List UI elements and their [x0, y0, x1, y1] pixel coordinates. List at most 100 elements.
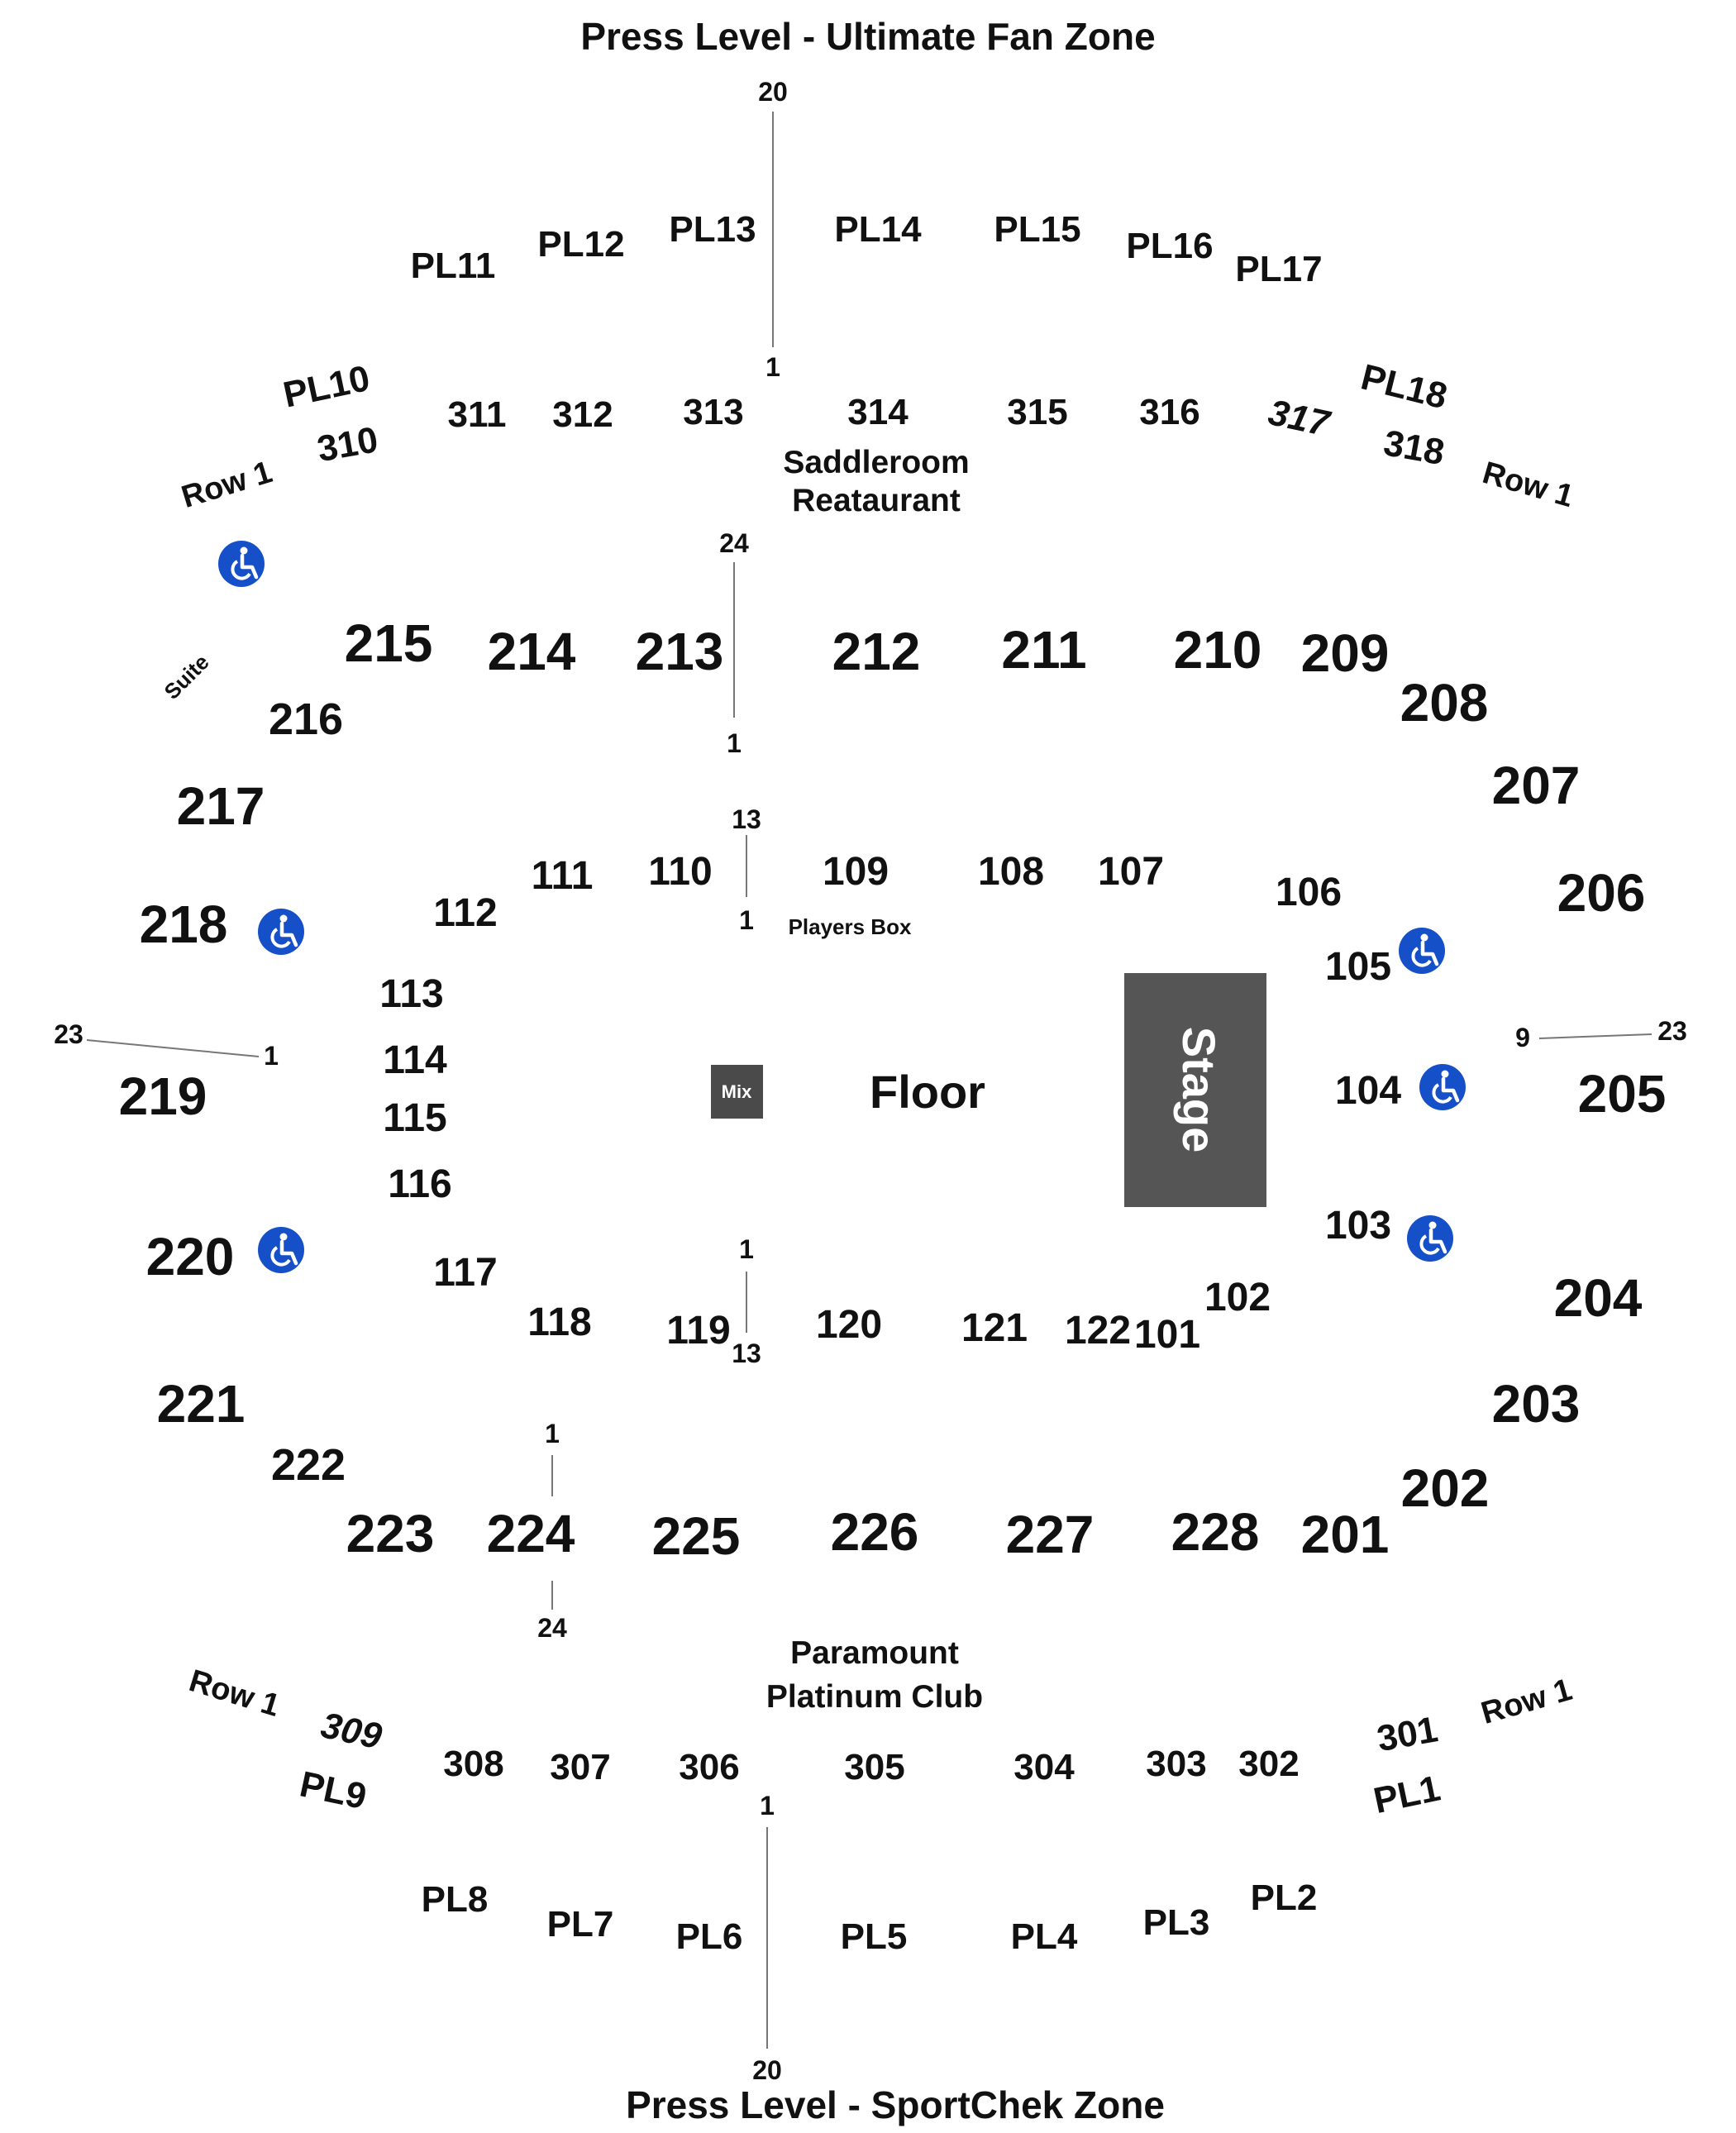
section-pl12[interactable]: PL12 — [537, 224, 624, 265]
section-226[interactable]: 226 — [831, 1502, 919, 1562]
section-pl17[interactable]: PL17 — [1235, 249, 1322, 289]
section-227[interactable]: 227 — [1006, 1505, 1095, 1564]
section-pl3[interactable]: PL3 — [1143, 1902, 1210, 1943]
press-level-top-title: Press Level - Ultimate Fan Zone — [580, 15, 1155, 58]
section-116[interactable]: 116 — [388, 1162, 451, 1206]
section-223[interactable]: 223 — [346, 1504, 435, 1563]
section-pl8[interactable]: PL8 — [422, 1879, 489, 1920]
row-number: 24 — [537, 1613, 567, 1643]
section-201[interactable]: 201 — [1301, 1505, 1390, 1564]
section-228[interactable]: 228 — [1171, 1502, 1260, 1562]
section-pl14[interactable]: PL14 — [834, 209, 922, 250]
row-1-label: Row 1 — [185, 1663, 284, 1724]
section-318[interactable]: 318 — [1381, 422, 1447, 473]
section-pl6[interactable]: PL6 — [676, 1916, 743, 1957]
wheelchair-icon — [218, 541, 265, 587]
section-205[interactable]: 205 — [1578, 1064, 1667, 1124]
section-101[interactable]: 101 — [1134, 1313, 1200, 1357]
section-212[interactable]: 212 — [832, 622, 921, 681]
section-202[interactable]: 202 — [1401, 1458, 1490, 1518]
section-115[interactable]: 115 — [383, 1096, 446, 1140]
section-311[interactable]: 311 — [448, 394, 507, 435]
section-317[interactable]: 317 — [1265, 392, 1334, 445]
section-208[interactable]: 208 — [1400, 673, 1489, 732]
section-216[interactable]: 216 — [269, 694, 343, 744]
section-210[interactable]: 210 — [1174, 620, 1262, 680]
section-103[interactable]: 103 — [1325, 1204, 1391, 1248]
section-204[interactable]: 204 — [1554, 1268, 1643, 1328]
section-pl5[interactable]: PL5 — [841, 1916, 908, 1957]
row-number: 23 — [1657, 1016, 1687, 1046]
section-119[interactable]: 119 — [666, 1309, 730, 1353]
section-121[interactable]: 121 — [961, 1306, 1028, 1350]
section-214[interactable]: 214 — [488, 622, 576, 681]
section-207[interactable]: 207 — [1492, 756, 1581, 815]
stage-label: Stage — [1173, 1027, 1225, 1153]
section-111[interactable]: 111 — [532, 854, 594, 898]
section-105[interactable]: 105 — [1325, 945, 1391, 989]
section-304[interactable]: 304 — [1013, 1747, 1075, 1787]
row-number: 13 — [732, 804, 761, 834]
section-307[interactable]: 307 — [550, 1747, 610, 1787]
section-211[interactable]: 211 — [1001, 620, 1086, 680]
section-117[interactable]: 117 — [433, 1251, 497, 1295]
section-118[interactable]: 118 — [527, 1300, 591, 1344]
section-220[interactable]: 220 — [146, 1227, 235, 1286]
section-314[interactable]: 314 — [847, 392, 909, 432]
section-122[interactable]: 122 — [1065, 1309, 1131, 1353]
section-218[interactable]: 218 — [140, 895, 228, 954]
row-number: 9 — [1515, 1023, 1530, 1052]
section-pl13[interactable]: PL13 — [669, 209, 756, 250]
section-206[interactable]: 206 — [1557, 863, 1646, 923]
section-222[interactable]: 222 — [271, 1440, 346, 1490]
row-number: 1 — [739, 1234, 754, 1264]
section-306[interactable]: 306 — [679, 1747, 739, 1787]
section-224[interactable]: 224 — [487, 1504, 575, 1563]
section-110[interactable]: 110 — [648, 850, 712, 894]
section-308[interactable]: 308 — [443, 1744, 503, 1784]
section-113[interactable]: 113 — [379, 972, 443, 1016]
section-310[interactable]: 310 — [314, 419, 381, 470]
section-pl9[interactable]: PL9 — [296, 1763, 370, 1817]
section-303[interactable]: 303 — [1146, 1744, 1206, 1784]
section-120[interactable]: 120 — [816, 1303, 882, 1347]
section-225[interactable]: 225 — [652, 1506, 741, 1566]
section-pl15[interactable]: PL15 — [994, 209, 1080, 250]
section-pl1[interactable]: PL1 — [1370, 1768, 1443, 1821]
section-104[interactable]: 104 — [1335, 1069, 1401, 1113]
section-313[interactable]: 313 — [683, 392, 743, 432]
row-number: 1 — [545, 1419, 560, 1448]
section-102[interactable]: 102 — [1204, 1276, 1271, 1319]
section-203[interactable]: 203 — [1492, 1374, 1581, 1434]
row-line-219 — [86, 1039, 260, 1057]
section-315[interactable]: 315 — [1007, 392, 1067, 432]
section-302[interactable]: 302 — [1238, 1744, 1299, 1784]
section-108[interactable]: 108 — [978, 850, 1044, 894]
section-221[interactable]: 221 — [157, 1374, 246, 1434]
section-114[interactable]: 114 — [383, 1038, 447, 1082]
section-pl11[interactable]: PL11 — [411, 246, 496, 286]
section-209[interactable]: 209 — [1301, 623, 1390, 683]
section-107[interactable]: 107 — [1098, 850, 1164, 894]
section-305[interactable]: 305 — [844, 1747, 904, 1787]
section-219[interactable]: 219 — [119, 1066, 207, 1126]
section-309[interactable]: 309 — [317, 1705, 386, 1757]
section-pl4[interactable]: PL4 — [1011, 1916, 1078, 1957]
section-pl16[interactable]: PL16 — [1126, 226, 1213, 266]
section-316[interactable]: 316 — [1139, 392, 1199, 432]
section-106[interactable]: 106 — [1276, 871, 1342, 914]
section-pl2[interactable]: PL2 — [1251, 1878, 1318, 1918]
floor-label[interactable]: Floor — [870, 1066, 985, 1118]
section-pl7[interactable]: PL7 — [547, 1904, 614, 1945]
section-217[interactable]: 217 — [177, 776, 265, 836]
section-301[interactable]: 301 — [1374, 1709, 1441, 1759]
section-pl10[interactable]: PL10 — [279, 358, 373, 416]
row-number: 23 — [54, 1019, 83, 1049]
section-112[interactable]: 112 — [433, 891, 497, 935]
section-312[interactable]: 312 — [552, 394, 613, 435]
section-pl18[interactable]: PL18 — [1357, 356, 1452, 417]
section-109[interactable]: 109 — [823, 850, 889, 894]
section-215[interactable]: 215 — [345, 613, 433, 673]
wheelchair-icon — [258, 1227, 304, 1273]
section-213[interactable]: 213 — [636, 622, 724, 681]
